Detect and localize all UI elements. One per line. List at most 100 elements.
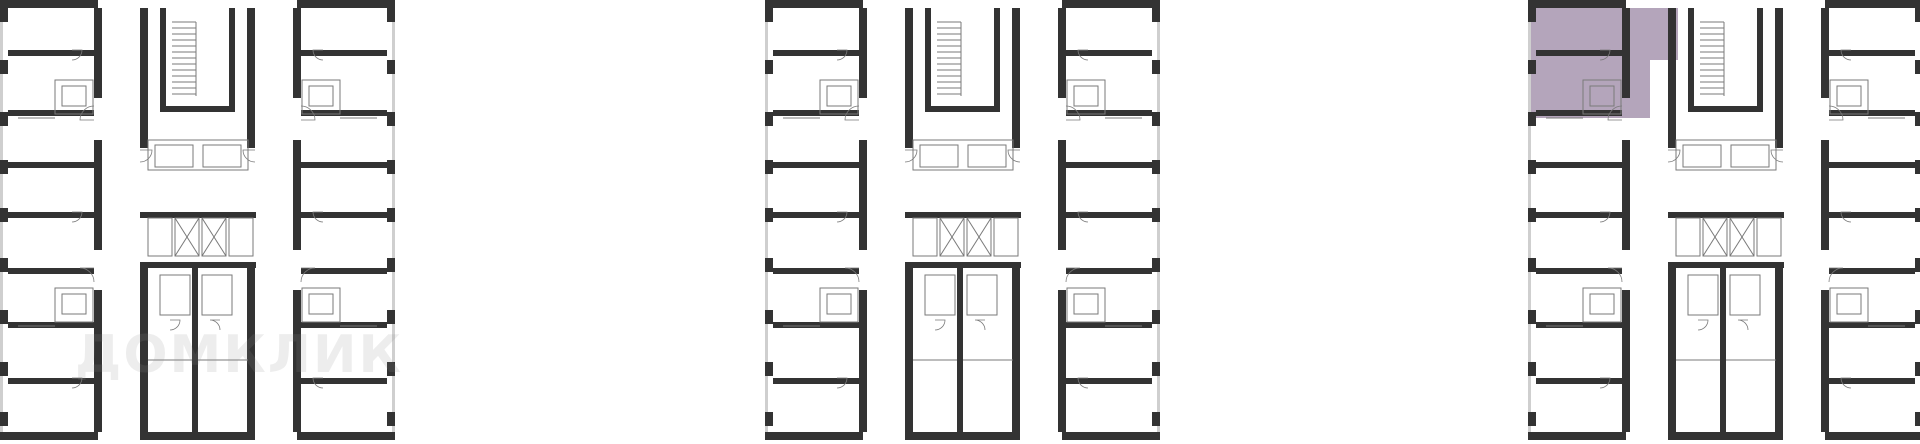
facade-pier <box>765 60 773 74</box>
core-wall <box>1668 212 1784 218</box>
facade-pier <box>765 362 773 376</box>
facade-window-strip <box>392 8 395 438</box>
corridor-wall <box>1821 290 1829 432</box>
studio-bath <box>966 274 998 316</box>
core-wall <box>1012 8 1020 148</box>
facade-pier <box>1152 112 1160 126</box>
facade-pier <box>387 112 395 126</box>
shaft-cell <box>228 217 254 257</box>
bathroom <box>1066 287 1106 323</box>
room-wall <box>301 162 387 168</box>
core-wall <box>247 8 255 148</box>
facade-pier <box>765 412 773 426</box>
shaft-cross <box>201 217 227 257</box>
facade-pier <box>1528 258 1536 272</box>
room-door-swing <box>1840 377 1852 389</box>
shaft-cell <box>1756 217 1782 257</box>
outer-wall-bottom <box>1062 432 1160 440</box>
facade-pier <box>387 208 395 222</box>
outer-wall-bottom <box>1528 432 1626 440</box>
core-wall <box>905 8 913 148</box>
room-wall <box>773 212 859 218</box>
shaft-cell <box>993 217 1019 257</box>
room-wall <box>1066 110 1152 116</box>
outer-wall-top <box>1528 0 1626 8</box>
shaft-cell <box>201 217 227 257</box>
room-wall <box>1066 268 1152 274</box>
bathtub <box>1589 293 1615 315</box>
apartment-door-swing <box>1065 267 1081 283</box>
shaft-cell <box>1675 217 1701 257</box>
facade-pier <box>1152 412 1160 426</box>
elevator-shaft <box>1730 144 1770 168</box>
floor-plan-1 <box>0 0 395 440</box>
bathtub <box>1589 85 1615 107</box>
studio-bath <box>924 274 956 316</box>
room-door-swing <box>1077 211 1089 223</box>
corridor-wall <box>859 8 867 98</box>
core-door-swing <box>904 149 918 163</box>
bathroom <box>1829 287 1869 323</box>
facade-pier <box>387 310 395 324</box>
core-door-swing <box>1667 149 1681 163</box>
facade-pier <box>1915 258 1920 272</box>
facade-pier <box>1915 362 1920 376</box>
corridor-wall <box>1058 290 1066 432</box>
room-wall <box>773 110 859 116</box>
outer-wall-bottom <box>195 432 255 440</box>
room-wall <box>301 268 387 274</box>
room-door-swing <box>1077 49 1089 61</box>
shaft-cross <box>939 217 965 257</box>
stair-wall <box>1757 8 1763 112</box>
facade-pier <box>765 112 773 126</box>
outer-wall-top <box>1825 0 1920 8</box>
corridor-wall <box>859 140 867 250</box>
room-wall <box>301 50 387 56</box>
room-wall <box>8 322 94 328</box>
core-wall <box>1775 8 1783 148</box>
room-wall <box>1829 322 1915 328</box>
bathtub <box>1073 85 1099 107</box>
facade-pier <box>387 258 395 272</box>
studio-bath <box>159 274 191 316</box>
room-wall <box>1536 50 1622 56</box>
core-wall <box>1668 262 1784 268</box>
room-wall <box>1536 268 1622 274</box>
facade-pier <box>1915 412 1920 426</box>
facade-pier <box>1915 8 1920 22</box>
room-wall <box>8 378 94 384</box>
room-wall <box>773 162 859 168</box>
core-wall <box>140 262 256 268</box>
apartment-door-swing <box>79 267 95 283</box>
shaft-cell <box>966 217 992 257</box>
facade-pier <box>1528 160 1536 174</box>
shaft-cell <box>939 217 965 257</box>
facade-pier <box>765 208 773 222</box>
bathroom <box>301 287 341 323</box>
bathtub <box>308 293 334 315</box>
room-wall <box>1829 50 1915 56</box>
stair-wall <box>925 106 1000 112</box>
room-wall <box>1829 110 1915 116</box>
studio-door-swing <box>974 319 986 331</box>
room-wall <box>1536 322 1622 328</box>
stair-wall <box>229 8 235 112</box>
room-wall <box>8 268 94 274</box>
room-wall <box>1536 110 1622 116</box>
room-wall <box>8 212 94 218</box>
shaft-cell <box>1729 217 1755 257</box>
corridor-wall <box>1821 140 1829 250</box>
corridor-wall <box>293 8 301 98</box>
room-wall <box>1536 162 1622 168</box>
corridor-wall <box>94 290 102 432</box>
apartment-door-swing <box>300 105 316 121</box>
apartment-door-swing <box>79 105 95 121</box>
facade-pier <box>1152 8 1160 22</box>
facade-pier <box>765 310 773 324</box>
room-wall <box>301 378 387 384</box>
facade-pier <box>1528 8 1536 22</box>
apartment-door-swing <box>844 267 860 283</box>
outer-wall-bottom <box>140 432 200 440</box>
facade-pier <box>1528 112 1536 126</box>
